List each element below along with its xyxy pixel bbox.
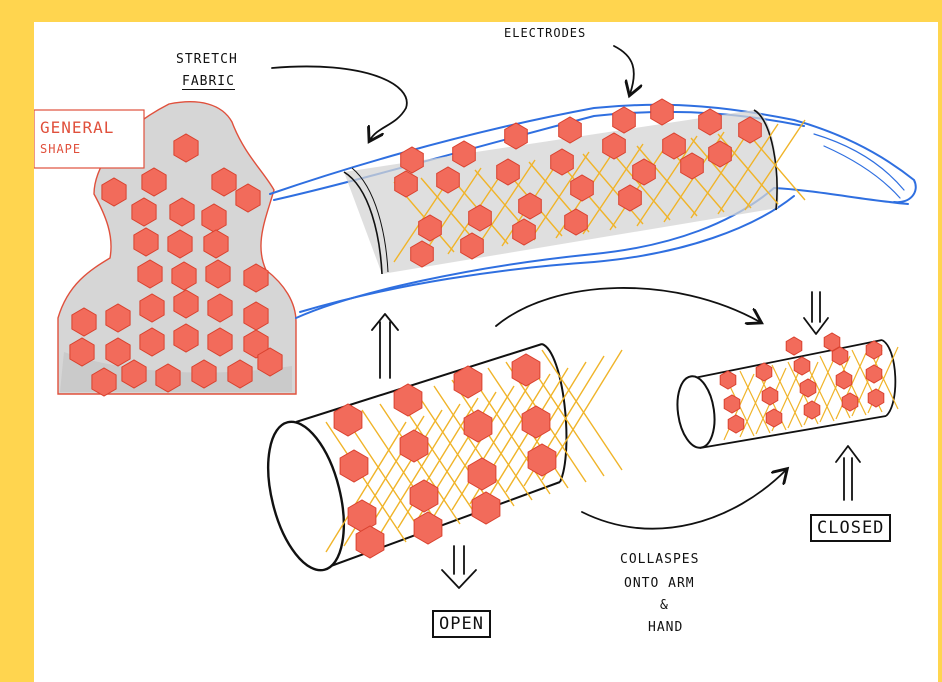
open-up-double-arrow [372, 314, 398, 378]
electrode-hex [800, 379, 816, 397]
electrode-hex [756, 363, 772, 381]
general-shape-label-line2: SHAPE [40, 142, 81, 156]
collapses-label-line3: HAND [648, 620, 683, 635]
electrode-hex [824, 333, 840, 351]
electrode-hex [868, 389, 884, 407]
stretch-fabric-label-line1: STRETCH [176, 52, 238, 67]
electrode-hex [866, 365, 882, 383]
closed-up-double-arrow [836, 446, 860, 500]
electrode-hex [728, 415, 744, 433]
sketch-canvas: GENERAL SHAPE STRETCH FABRIC ELECTRODES … [34, 22, 938, 682]
collapses-label-ampersand: & [660, 598, 669, 613]
electrode-hex [651, 99, 674, 125]
collapses-label-line2: ONTO ARM [624, 576, 695, 591]
collapse-arrow [582, 470, 786, 529]
electrode-hex [762, 387, 778, 405]
electrode-hex [720, 371, 736, 389]
open-state-label: OPEN [432, 610, 491, 638]
electrode-hex [724, 395, 740, 413]
electrode-hex [804, 401, 820, 419]
electrodes-label: ELECTRODES [504, 26, 586, 40]
electrode-hex [766, 409, 782, 427]
stretch-fabric-label-line2: FABRIC [182, 74, 235, 90]
stretch-fabric-arrow [272, 66, 407, 140]
electrode-hex [794, 357, 810, 375]
collapses-label-line1: COLLASPES [620, 552, 699, 567]
electrode-hex [866, 341, 882, 359]
electrodes-arrow [614, 46, 634, 94]
open-to-closed-arrow [496, 288, 760, 326]
closed-down-double-arrow [804, 292, 828, 334]
closed-state-label: CLOSED [810, 514, 891, 542]
electrode-hex [842, 393, 858, 411]
electrode-hex [786, 337, 802, 355]
open-down-double-arrow [442, 546, 476, 588]
electrode-hex [836, 371, 852, 389]
diagram-drawing [34, 22, 938, 682]
general-shape-label-line1: GENERAL [40, 118, 114, 137]
